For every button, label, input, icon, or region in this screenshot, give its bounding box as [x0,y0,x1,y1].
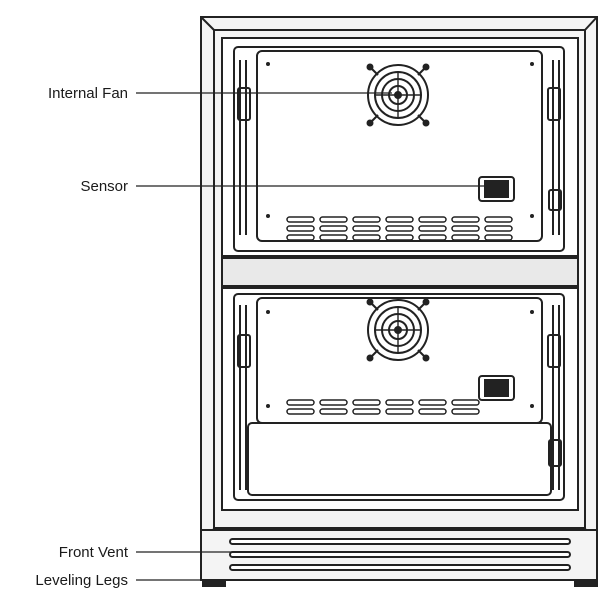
screw-markers [266,62,534,218]
upper-compartment [221,37,579,257]
label-front-vent: Front Vent [59,544,129,561]
front-vent [200,529,598,581]
internal-fan-lower [366,298,430,362]
label-internal-fan: Internal Fan [48,85,128,102]
sensor-upper [478,176,515,202]
leveling-legs [202,579,598,587]
vent-slots-upper [286,216,513,241]
callout-lines [136,92,487,581]
label-leveling-legs: Leveling Legs [35,572,128,589]
internal-fan-upper [366,63,430,127]
screw-markers-lower [266,310,534,408]
divider-panel [221,257,579,287]
sensor-lower [478,375,515,401]
label-sensor: Sensor [80,178,128,195]
vent-slots-lower [286,399,480,415]
